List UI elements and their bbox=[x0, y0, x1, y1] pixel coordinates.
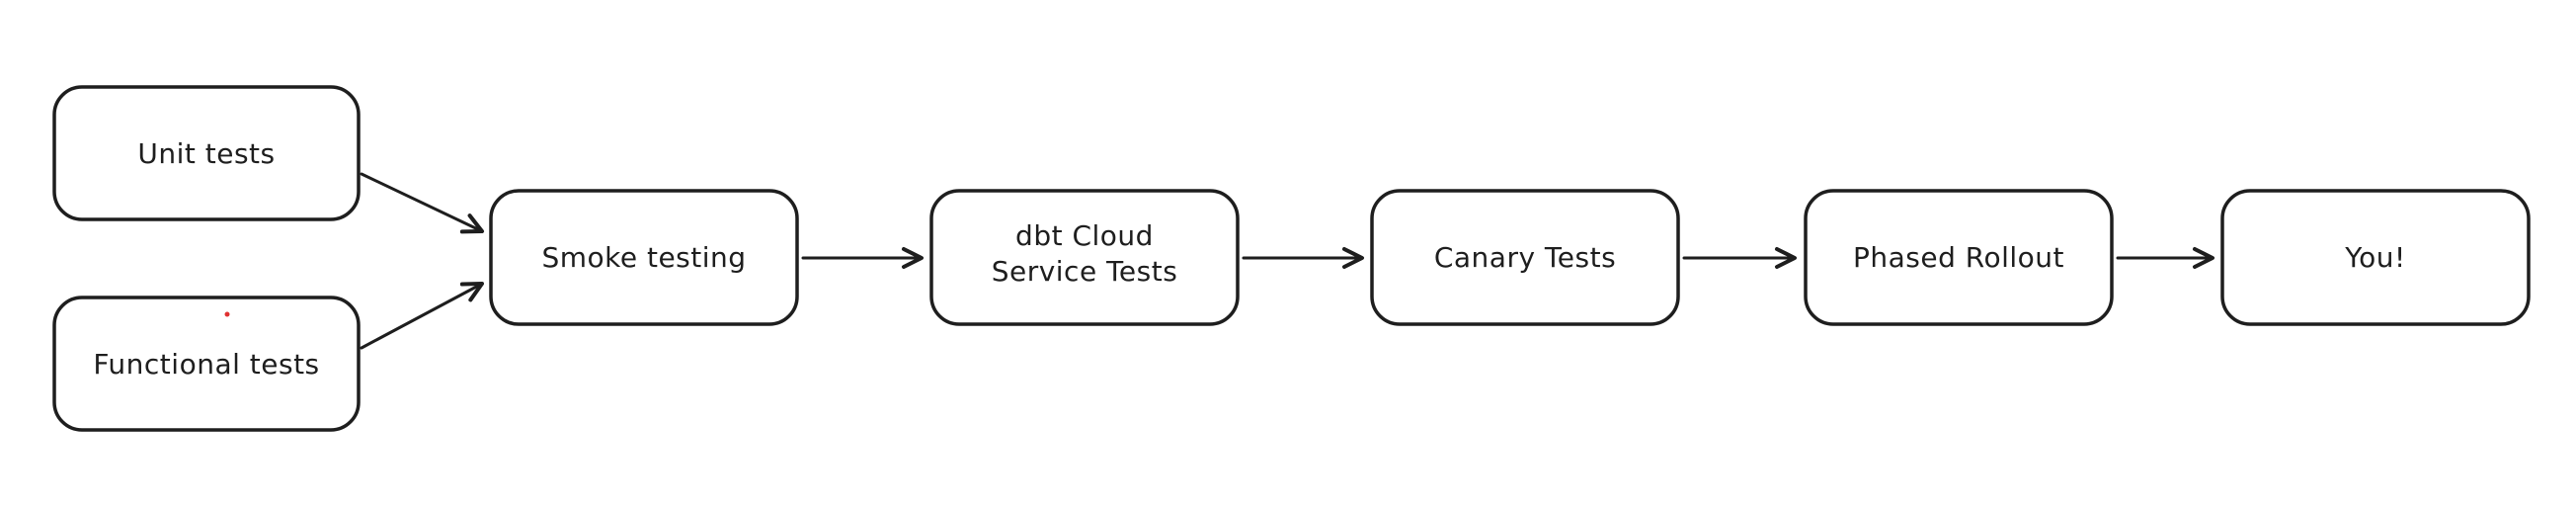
stray-red-dot bbox=[224, 311, 230, 317]
node-unit-tests-box bbox=[52, 85, 361, 221]
node-dbt-cloud-service-tests-label-line1: dbt Cloud bbox=[1015, 219, 1154, 252]
edge-functional-tests-to-smoke-testing bbox=[360, 281, 485, 350]
node-unit-tests-label: Unit tests bbox=[137, 137, 275, 170]
node-functional-tests-box bbox=[52, 296, 361, 432]
node-phased-rollout-label: Phased Rollout bbox=[1853, 241, 2064, 274]
node-dbt-cloud-service-tests: dbt Cloud Service Tests bbox=[929, 189, 1240, 326]
node-canary-tests-label: Canary Tests bbox=[1434, 241, 1616, 274]
node-canary-tests: Canary Tests bbox=[1370, 189, 1680, 326]
node-smoke-testing-box bbox=[489, 189, 799, 326]
node-you-box bbox=[2220, 189, 2531, 326]
node-phased-rollout-box bbox=[1804, 189, 2114, 326]
node-phased-rollout: Phased Rollout bbox=[1804, 189, 2114, 326]
edges bbox=[360, 172, 2215, 350]
node-functional-tests: Functional tests bbox=[52, 296, 361, 432]
node-dbt-cloud-service-tests-label-line2: Service Tests bbox=[992, 255, 1178, 288]
node-functional-tests-label: Functional tests bbox=[93, 348, 319, 381]
node-you-label: You! bbox=[2344, 241, 2406, 274]
node-unit-tests: Unit tests bbox=[52, 85, 361, 221]
node-you: You! bbox=[2220, 189, 2531, 326]
node-canary-tests-box bbox=[1370, 189, 1680, 326]
node-smoke-testing-label: Smoke testing bbox=[541, 241, 746, 274]
node-dbt-cloud-service-tests-box bbox=[929, 189, 1240, 326]
edge-unit-tests-to-smoke-testing bbox=[360, 172, 485, 234]
node-smoke-testing: Smoke testing bbox=[489, 189, 799, 326]
